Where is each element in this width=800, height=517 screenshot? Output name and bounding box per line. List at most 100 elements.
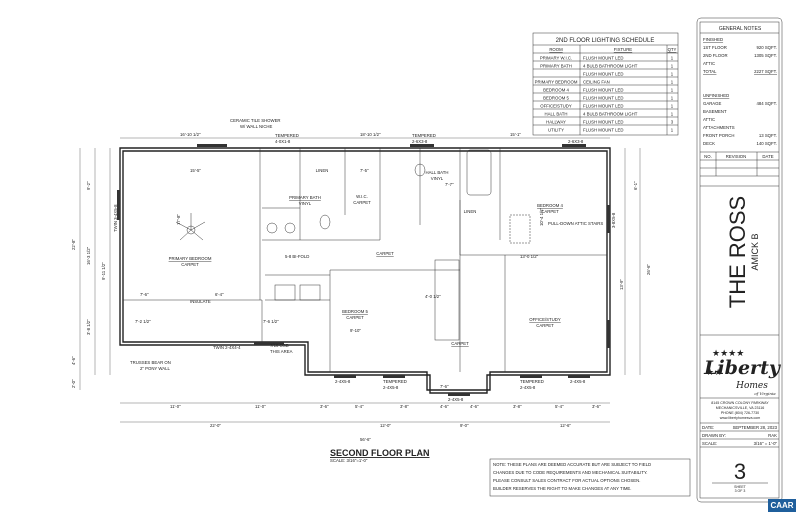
dimension: 7'-7" [445, 182, 454, 187]
callout: TEMPERED [412, 133, 436, 138]
window-label: 2-4X5-8 [520, 385, 536, 390]
dimension: 10'-4 1/2" [539, 207, 544, 226]
schedule-qty: 1 [671, 80, 674, 85]
callout: TEMPERED [383, 379, 407, 384]
dimension: 3'-6" [592, 404, 601, 409]
rev-header: REVISION [726, 154, 747, 159]
address-line: www.libertyhomesva.com [720, 416, 761, 420]
room-label: BEDROOM 4 [537, 203, 563, 208]
schedule-fixture: FLUSH MOUNT LED [583, 96, 624, 101]
date-label: DATE: [702, 425, 714, 430]
dimension: 26'-6" [646, 264, 651, 275]
schedule-qty: 1 [671, 104, 674, 109]
area-value: 484 SQFT. [756, 101, 777, 106]
area-label: ATTIC [703, 61, 715, 66]
floor-label: CARPET [451, 341, 469, 346]
dimension: 15'-1" [510, 132, 521, 137]
dimension: 3'-8" [513, 404, 522, 409]
floor-label: CARPET [346, 315, 364, 320]
room-label: W.I.C. [356, 194, 368, 199]
svg-text:★★★★: ★★★★ [712, 348, 744, 358]
dimension: 2'-0" [71, 379, 76, 388]
area-value: 140 SQFT. [756, 141, 777, 146]
schedule-room: HALLWAY [546, 120, 566, 125]
room-label: HALL BATH [426, 170, 449, 175]
dimension: 13'-9" [619, 279, 624, 290]
schedule-qty: 1 [671, 112, 674, 117]
dimension: 3'-6" [320, 404, 329, 409]
schedule-qty: 1 [671, 64, 674, 69]
window-label: 2-4X5-8 [383, 385, 399, 390]
schedule-qty: 3 [671, 120, 674, 125]
note-line: BUILDER RESERVES THE RIGHT TO MAKE CHANG… [493, 486, 632, 491]
dimension: 5'-4" [355, 404, 364, 409]
schedule-qty: 1 [671, 96, 674, 101]
window-label: 2-4X5-8 [448, 397, 464, 402]
schedule-room: PRIMARY BATH [540, 64, 572, 69]
dimension: 16'-10 1/2" [180, 132, 201, 137]
schedule-fixture: FLUSH MOUNT LED [583, 72, 624, 77]
schedule-title: 2ND FLOOR LIGHTING SCHEDULE [556, 38, 655, 44]
dimension: 9'-2" [86, 181, 91, 190]
finished-label: FINISHED [703, 37, 723, 42]
area-label: ATTIC [703, 117, 715, 122]
dimension: 9'-10" [350, 328, 361, 333]
schedule-header: FIXTURE [614, 47, 633, 52]
dimension: 3'-8" [400, 404, 409, 409]
room-label: PRIMARY BEDROOM [169, 256, 212, 261]
dimension: 6'-1" [633, 181, 638, 190]
dimension: 4'-0 1/2" [425, 294, 441, 299]
area-value: 1305 SQFT. [754, 53, 777, 58]
drawn-value: RAK [768, 433, 777, 438]
svg-text:★★: ★★ [706, 367, 722, 377]
unfinished-label: UNFINISHED [703, 93, 729, 98]
schedule-qty: 1 [671, 72, 674, 77]
schedule-room: PRIMARY BEDROOM [535, 80, 578, 85]
floor-label: CARPET [541, 209, 559, 214]
sheet-number: 3 [734, 459, 746, 484]
general-notes-title: GENERAL NOTES [719, 26, 762, 32]
callout: W/ WALL NICHE [240, 124, 273, 129]
window-label: 2-6X3-8 [568, 139, 584, 144]
callout: 2" PONY WALL [140, 366, 171, 371]
schedule-fixture: 4 BULB BATHROOM LIGHT [583, 112, 638, 117]
plan-scale: SCALE: 3/16"=1'-0" [330, 458, 368, 463]
schedule-room: HALL BATH [545, 112, 568, 117]
callout: TWIN 2-4X4-4 [213, 345, 241, 350]
room-label: PRIMARY BATH [289, 195, 321, 200]
area-label: DECK [703, 141, 715, 146]
schedule-qty: 1 [671, 56, 674, 61]
room-label: PULL-DOWN ATTIC STAIRS [548, 221, 603, 226]
room-label: LINEN [316, 168, 329, 173]
schedule-room: OFFICE/STUDY [540, 104, 572, 109]
caar-badge: CAAR [768, 499, 796, 512]
floor-plan [79, 137, 641, 423]
callout: INSULATE [190, 299, 211, 304]
sheet-label: SHEET [734, 485, 747, 489]
dimension: 22'-0" [210, 423, 221, 428]
dimension: 16'-3 1/2" [86, 246, 91, 265]
floor-label: CARPET [181, 262, 199, 267]
schedule-qty: 1 [671, 128, 674, 133]
dimension: 7'-6" [140, 292, 149, 297]
area-label: TOTAL [703, 69, 717, 74]
elevation-name: AMICK B [750, 233, 760, 270]
scale-label: SCALE: [702, 441, 717, 446]
date-value: SEPTEMBER 28, 2023 [733, 425, 778, 430]
note-line: CHANGES DUE TO CODE REQUIREMENTS AND MEC… [493, 470, 647, 475]
schedule-fixture: 4 BULB BATHROOM LIGHT [583, 64, 638, 69]
dimension: 12'-0" [380, 423, 391, 428]
floor-label: VINYL [431, 176, 444, 181]
rev-no-header: NO. [704, 154, 712, 159]
room-label: OFFICE/STUDY [529, 317, 561, 322]
schedule-fixture: CEILING FAN [583, 80, 610, 85]
window-label: 4-0X1-8 [275, 139, 291, 144]
svg-text:Homes: Homes [735, 381, 768, 391]
callout: TEMPERED [520, 379, 544, 384]
schedule-qty: 1 [671, 88, 674, 93]
dimension: 4'-6" [470, 404, 479, 409]
dimension: 9'-0" [460, 423, 469, 428]
plan-name: THE ROSS [725, 196, 750, 308]
address-line: PHONE (804) 726-7730 [721, 411, 759, 415]
